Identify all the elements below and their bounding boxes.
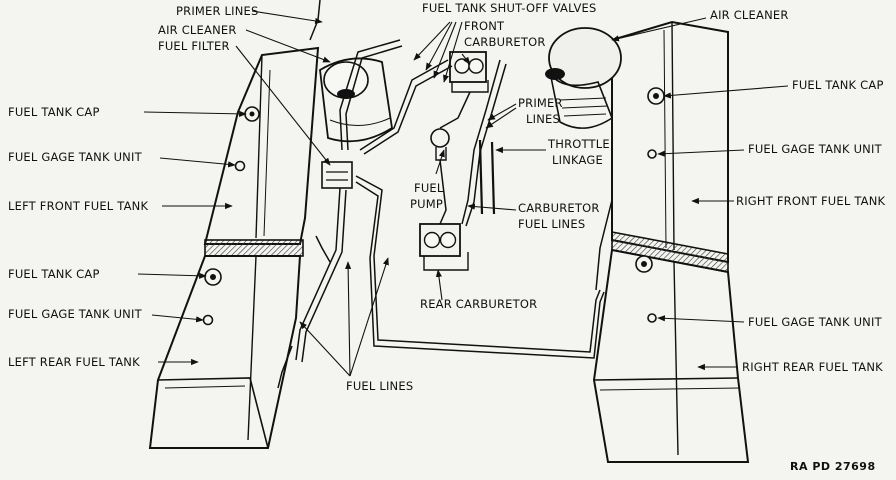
label-primer-lines-mid-2: LINES: [526, 112, 560, 126]
label-throttle-2: LINKAGE: [552, 153, 603, 167]
label-front-carb-1: FRONT: [464, 19, 505, 33]
leader-arrows: [137, 10, 789, 377]
fuel-filter: [321, 161, 353, 189]
label-fuel-gage-right-rear: FUEL GAGE TANK UNIT: [748, 315, 883, 329]
label-rear-carb: REAR CARBURETOR: [420, 297, 537, 311]
figure-id: RA PD 27698: [790, 460, 876, 473]
label-carb-lines-1: CARBURETOR: [518, 201, 600, 215]
fuel-tank-cap-right-front: [647, 87, 665, 105]
fuel-tank-cap-right-rear: [635, 255, 653, 273]
label-fuel-gage-left-front: FUEL GAGE TANK UNIT: [8, 150, 143, 164]
fuel-tank-cap-left-rear: [204, 268, 222, 286]
label-fuel-gage-right-front: FUEL GAGE TANK UNIT: [748, 142, 883, 156]
label-left-rear-tank: LEFT REAR FUEL TANK: [8, 355, 140, 369]
label-fuel-tank-cap-right: FUEL TANK CAP: [792, 78, 884, 92]
fuel-tank-cap-left-front: [244, 106, 260, 122]
left-rear-fuel-tank: [148, 255, 302, 449]
fuel-gage-left-rear: [202, 314, 214, 326]
fuel-line-network: [277, 0, 613, 389]
label-shutoff-valves: FUEL TANK SHUT-OFF VALVES: [422, 1, 596, 15]
label-right-rear-tank: RIGHT REAR FUEL TANK: [742, 360, 883, 374]
tank-joint-band-right: [611, 231, 729, 273]
label-left-front-tank: LEFT FRONT FUEL TANK: [8, 199, 148, 213]
fuel-gage-right-front: [647, 149, 657, 159]
fuel-gage-right-rear: [647, 313, 657, 323]
tank-joint-band-left: [204, 239, 304, 257]
fuel-pump: [430, 128, 450, 161]
air-cleaner-right: [545, 27, 622, 129]
label-fuel-pump-1: FUEL: [414, 181, 444, 195]
label-primer-lines-mid-1: PRIMER: [518, 96, 563, 110]
label-throttle-1: THROTTLE: [547, 137, 610, 151]
label-front-carb-2: CARBURETOR: [464, 35, 546, 49]
right-rear-fuel-tank: [592, 248, 750, 463]
label-fuel-pump-2: PUMP: [410, 197, 443, 211]
label-primer-lines-top: PRIMER LINES: [176, 4, 259, 18]
label-fuel-filter: FUEL FILTER: [158, 39, 230, 53]
front-carburetor: [449, 51, 489, 93]
label-fuel-tank-cap-left-front: FUEL TANK CAP: [8, 105, 100, 119]
label-fuel-gage-left-rear: FUEL GAGE TANK UNIT: [8, 307, 143, 321]
fuel-gage-left-front: [234, 160, 246, 172]
air-cleaner-left: [319, 57, 393, 143]
rear-carburetor: [419, 223, 469, 271]
label-fuel-tank-cap-left-rear: FUEL TANK CAP: [8, 267, 100, 281]
throttle-linkage-rod: [478, 139, 484, 215]
label-right-front-tank: RIGHT FRONT FUEL TANK: [736, 194, 886, 208]
label-carb-lines-2: FUEL LINES: [518, 217, 585, 231]
label-fuel-lines: FUEL LINES: [346, 379, 413, 393]
right-front-fuel-tank: [611, 20, 729, 264]
throttle-linkage-rod-2: [490, 141, 496, 215]
label-air-cleaner-right: AIR CLEANER: [710, 8, 789, 22]
label-air-cleaner-left: AIR CLEANER: [158, 23, 237, 37]
